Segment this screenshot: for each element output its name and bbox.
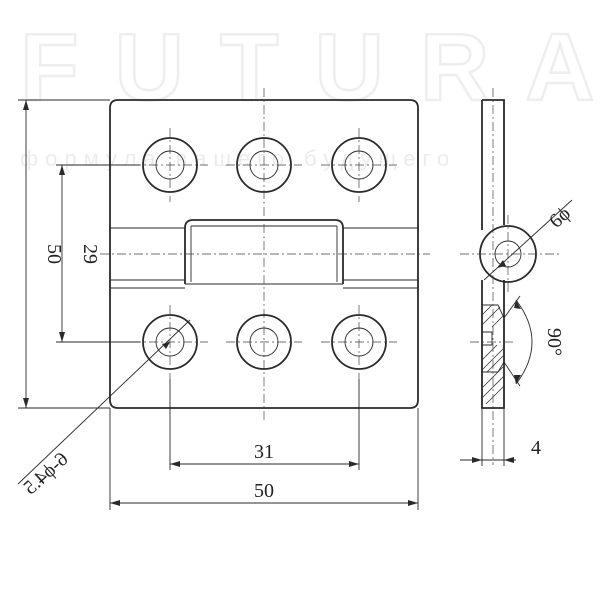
dimension-knuckle-height: 29 bbox=[56, 164, 140, 343]
overall-width-label: 50 bbox=[254, 480, 274, 502]
watermark-tagline: формула вашего будущего bbox=[20, 146, 456, 171]
front-view bbox=[100, 88, 430, 420]
dimension-countersink-angle: 90° bbox=[503, 295, 565, 387]
countersink-angle-label: 90° bbox=[543, 328, 565, 356]
hole-spacing-label: 31 bbox=[254, 441, 274, 463]
lower-leaf-outline bbox=[109, 228, 419, 409]
dimension-overall-height: 50 bbox=[18, 99, 110, 409]
side-upper-plate bbox=[481, 99, 505, 230]
hole-callout-label: 6-ϕ4.5 bbox=[19, 448, 73, 499]
watermark: FUTURA формула вашего будущего bbox=[19, 13, 600, 171]
thickness-label: 4 bbox=[531, 437, 541, 459]
hole-upper-left bbox=[132, 128, 208, 202]
dimension-hole-spacing: 31 bbox=[169, 379, 360, 470]
hole-upper-right bbox=[321, 128, 397, 202]
dimension-thickness: 4 bbox=[460, 408, 541, 466]
hole-callout-leader: 6-ϕ4.5 bbox=[17, 319, 191, 499]
hole-upper-center bbox=[226, 137, 302, 193]
side-view bbox=[460, 88, 560, 465]
watermark-brand: FUTURA bbox=[20, 14, 600, 121]
overall-height-label: 50 bbox=[43, 244, 65, 264]
hole-lower-right bbox=[321, 305, 397, 379]
pin-diameter-label: 6ϕ bbox=[545, 202, 575, 232]
dimension-pin-diameter: 6ϕ bbox=[483, 199, 575, 281]
hole-lower-center bbox=[226, 314, 302, 370]
knuckle-height-label: 29 bbox=[79, 244, 101, 264]
dimension-overall-width: 50 bbox=[109, 408, 419, 510]
